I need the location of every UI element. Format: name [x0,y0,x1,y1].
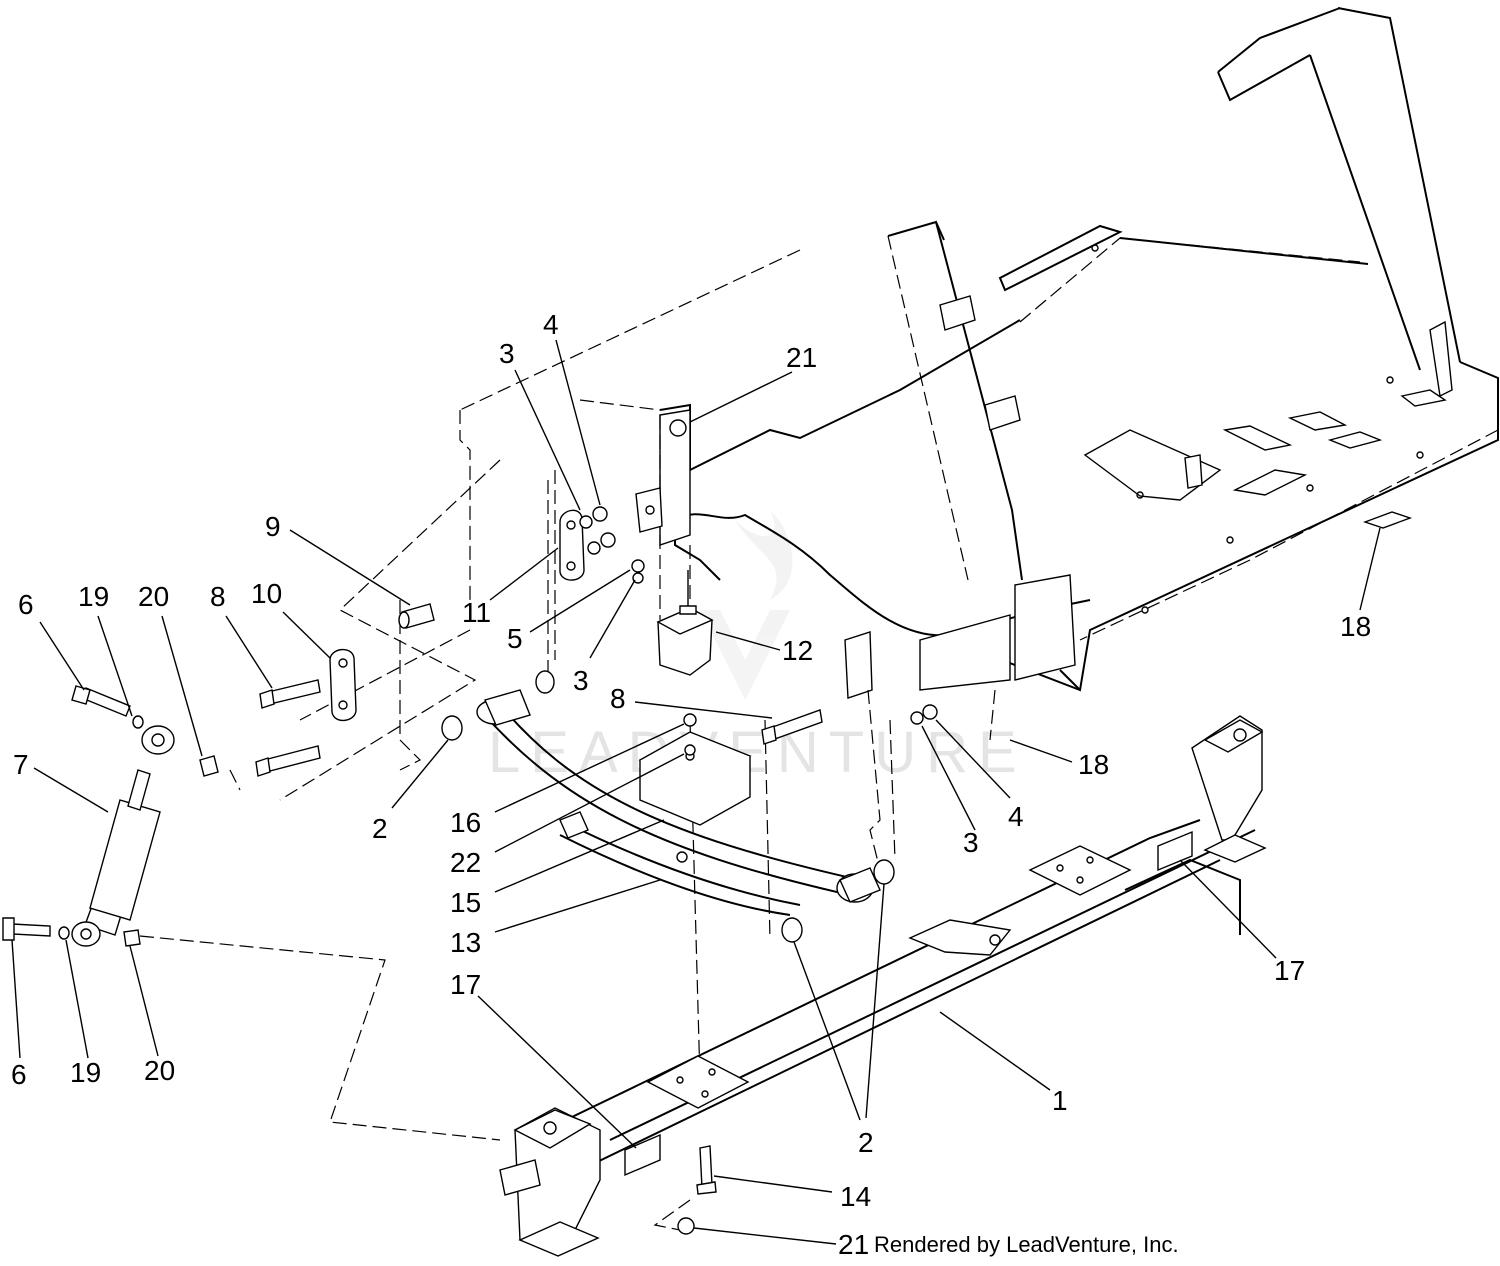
callout-3: 3 [963,827,979,858]
axle-beam [499,715,1267,1257]
callout-12: 12 [782,635,813,666]
callout-6: 6 [11,1059,27,1090]
callout-15: 15 [450,887,481,918]
callout-10: 10 [251,578,282,609]
callout-17: 17 [450,969,481,1000]
callout-9: 9 [265,511,281,542]
credit-text: Rendered by LeadVenture, Inc. [874,1232,1179,1257]
callout-5: 5 [507,623,523,654]
callout-2: 2 [858,1127,874,1158]
callout-4: 4 [543,309,559,340]
callout-1: 1 [1052,1085,1068,1116]
shock-absorber [2,685,219,947]
bumper-block [656,570,714,676]
callout-18: 18 [1078,749,1109,780]
callout-19: 19 [78,581,109,612]
leaf-spring [476,689,881,916]
callout-8: 8 [610,683,626,714]
callout-11: 11 [462,597,491,628]
shackle-plates [329,487,663,722]
callout-19: 19 [70,1057,101,1088]
callout-16: 16 [450,807,481,838]
callout-8: 8 [210,581,226,612]
callout-18: 18 [1340,611,1371,642]
callout-7: 7 [13,749,29,780]
callout-6: 6 [18,589,34,620]
callout-20: 20 [144,1055,175,1086]
chassis-frame [459,7,1499,699]
fasteners [255,419,938,1235]
callout-20: 20 [138,581,169,612]
callout-17: 17 [1274,955,1305,986]
leader-lines [11,339,1381,1245]
callout-2: 2 [372,813,388,844]
callout-13: 13 [450,927,481,958]
callouts: 4 3 21 9 11 5 3 12 18 6 19 20 8 10 8 7 2… [11,309,1371,1260]
callout-4: 4 [1008,801,1024,832]
callout-14: 14 [840,1181,871,1212]
callout-22: 22 [450,847,481,878]
callout-3: 3 [499,338,515,369]
callout-21: 21 [838,1229,869,1260]
callout-3: 3 [573,665,589,696]
watermark-logo [700,510,793,700]
callout-21: 21 [786,342,817,373]
